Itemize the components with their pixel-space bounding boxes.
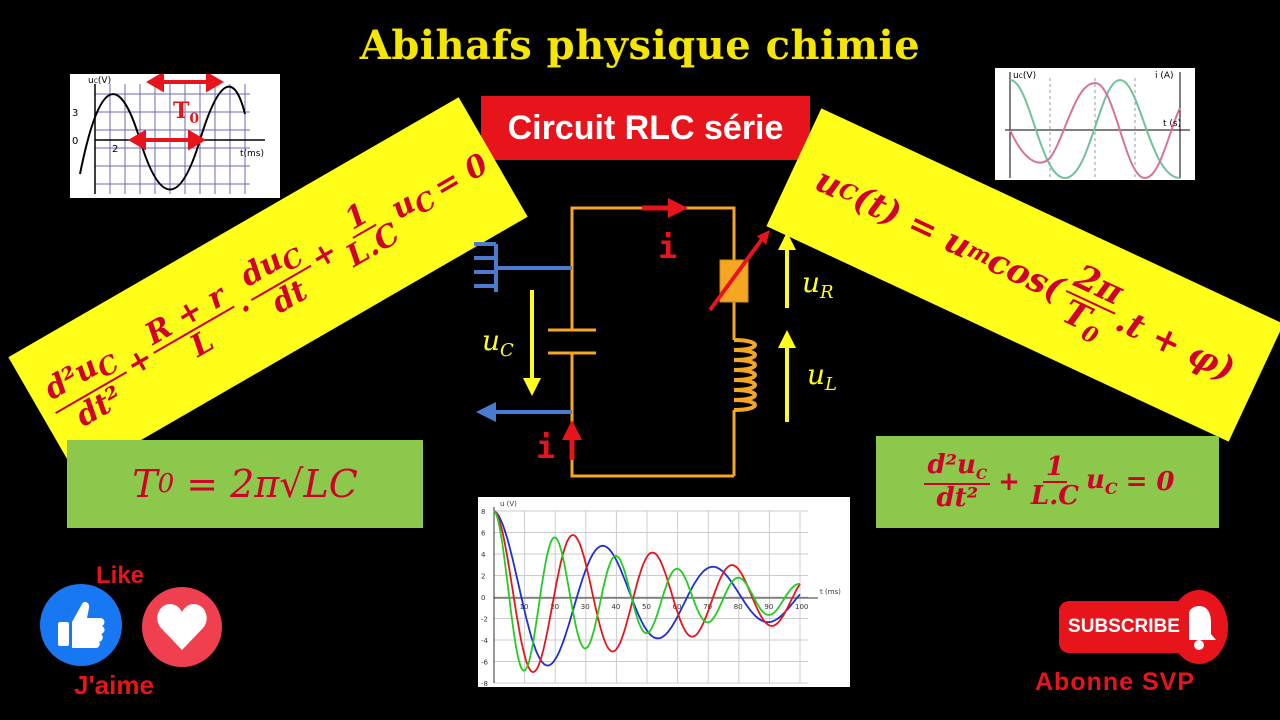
thumb-left-tick-2: 2 <box>112 144 118 155</box>
osc-ytick: 6 <box>481 530 486 538</box>
thumb-left-tick-3: 3 <box>72 108 78 119</box>
thumb-left-period: T0 <box>173 98 199 127</box>
thumbnail-graph-right: uC(V) i (A) t (s) <box>995 68 1195 180</box>
osc-xtick: 50 <box>642 603 651 611</box>
thumbnail-graph-left: uC(V) 3 0 2 t(ms) T0 <box>70 74 280 198</box>
osc-ytick: 0 <box>481 594 485 602</box>
osc-xtick: 60 <box>673 603 682 611</box>
abonne-label: Abonne SVP <box>1035 668 1196 696</box>
osc-ytick: 4 <box>481 551 486 559</box>
arrow-left-icon <box>476 402 496 422</box>
thumb-right-yright: i (A) <box>1155 71 1174 81</box>
topic-title: Circuit RLC série <box>481 96 810 160</box>
thumbs-up-icon <box>58 601 105 648</box>
heart-icon <box>157 604 207 650</box>
like-label: Like <box>96 562 145 589</box>
osc-ytick: -4 <box>481 637 489 645</box>
osc-ytick: 8 <box>481 508 485 516</box>
current-label-top: i <box>658 228 677 266</box>
inductor <box>733 338 757 412</box>
resistor <box>719 259 749 303</box>
current-label-bottom: i <box>536 428 555 466</box>
osc-xtick: 100 <box>795 603 808 611</box>
osc-xtick: 90 <box>764 603 773 611</box>
thumb-left-ylabel: uC(V) <box>88 76 111 86</box>
osc-xlabel: t (ms) <box>820 588 841 596</box>
channel-title: Abihafs physique chimie <box>359 22 921 69</box>
voltage-label-ul: uL <box>807 358 837 395</box>
thumb-left-tick-0: 0 <box>72 136 78 147</box>
voltage-label-ur: uR <box>802 266 834 303</box>
osc-xtick: 20 <box>550 603 559 611</box>
rlc-circuit-diagram: i i uC uR uL <box>474 198 837 478</box>
bell-icon <box>1182 606 1216 650</box>
osc-xtick: 30 <box>581 603 590 611</box>
osc-ytick: -8 <box>481 680 488 687</box>
osc-ytick: -6 <box>481 659 489 667</box>
thumb-right-xlabel: t (s) <box>1163 119 1181 129</box>
osc-ytick: 2 <box>481 573 485 581</box>
osc-xtick: 40 <box>611 603 620 611</box>
thumb-left-xlabel: t(ms) <box>240 149 264 159</box>
love-button[interactable] <box>141 586 223 668</box>
series-green <box>493 510 800 672</box>
osc-xtick: 80 <box>734 603 743 611</box>
like-button[interactable] <box>38 582 124 668</box>
capacitor <box>548 328 596 355</box>
subscribe-button[interactable]: SUBSCRIBE <box>1059 601 1189 653</box>
osc-ylabel: u (V) <box>500 500 517 508</box>
ground-symbol <box>474 242 572 414</box>
voltage-label-uc: uC <box>482 324 514 361</box>
series-blue <box>493 510 801 667</box>
jaime-label: J'aime <box>74 670 154 700</box>
osc-ytick: -2 <box>481 616 488 624</box>
thumb-right-yleft: uC(V) <box>1013 71 1036 81</box>
osc-xtick: 70 <box>703 603 712 611</box>
